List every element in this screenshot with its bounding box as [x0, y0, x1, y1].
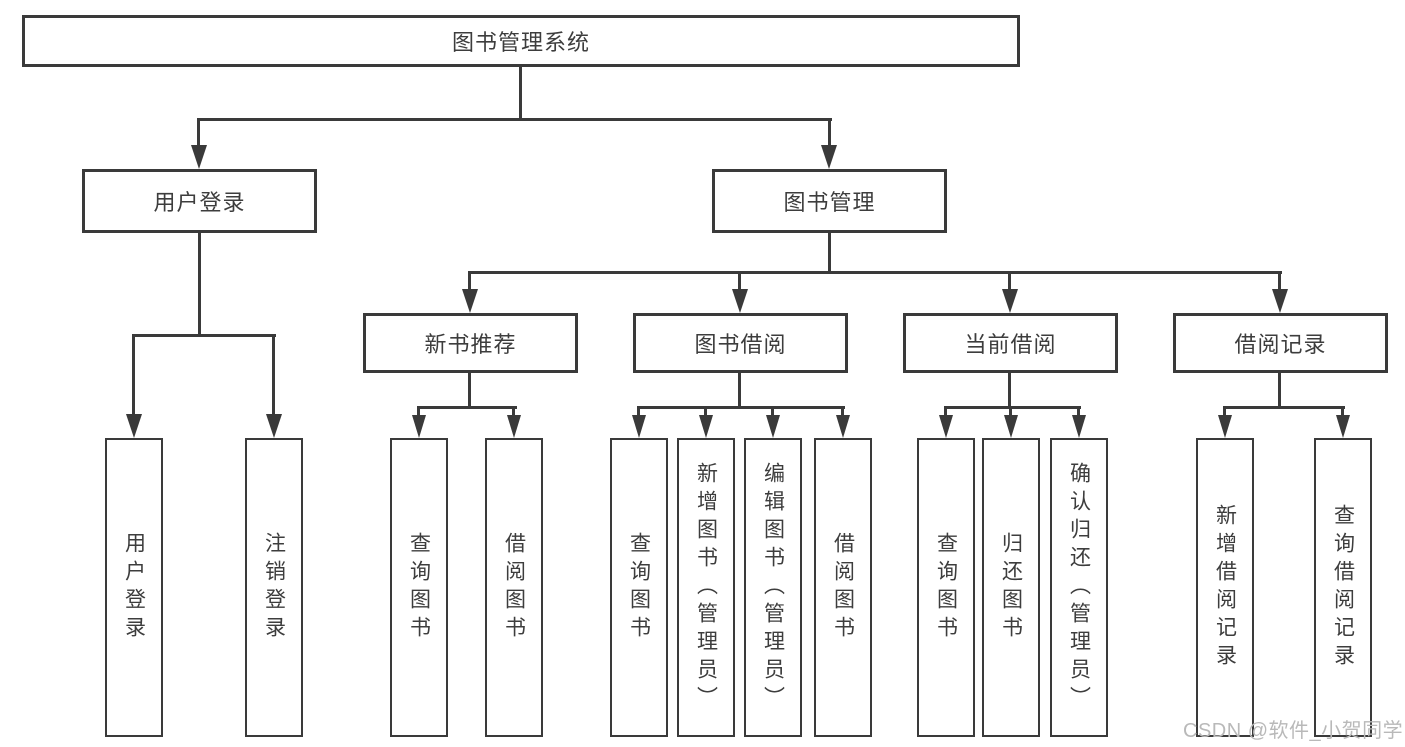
connector-line: [197, 118, 832, 121]
leaf-br-query-record-label: 查询借阅记录: [1331, 503, 1355, 672]
connector-line: [468, 371, 471, 408]
arrow-down-icon: [1002, 289, 1018, 313]
connector-line: [771, 406, 774, 417]
leaf-br-add-record: 新增借阅记录: [1196, 438, 1254, 737]
arrow-down-icon: [939, 415, 953, 438]
leaf-bb-borrow-book: 借阅图书: [814, 438, 872, 737]
connector-line: [1341, 406, 1344, 417]
connector-line: [198, 231, 201, 336]
connector-line: [1008, 371, 1011, 408]
arrow-down-icon: [1004, 415, 1018, 438]
arrow-down-icon: [632, 415, 646, 438]
node-book-borrowing: 图书借阅: [633, 313, 848, 373]
arrow-down-icon: [699, 415, 713, 438]
connector-line: [1278, 371, 1281, 408]
connector-line: [637, 406, 845, 409]
connector-line: [519, 66, 522, 121]
node-new-book-recommend-label: 新书推荐: [424, 332, 517, 357]
leaf-cb-query-book-label: 查询图书: [934, 531, 958, 644]
leaf-bb-edit-book-admin-label: 编辑图书（管理员）: [761, 461, 785, 714]
leaf-nbr-borrow-book-label: 借阅图书: [502, 531, 526, 644]
connector-line: [828, 231, 831, 274]
leaf-user-login: 用户登录: [105, 438, 163, 737]
node-current-borrowing-label: 当前借阅: [964, 332, 1057, 357]
arrow-down-icon: [1336, 415, 1350, 438]
leaf-logout-label: 注销登录: [262, 531, 286, 644]
connector-line: [1223, 406, 1226, 417]
connector-line: [738, 371, 741, 408]
connector-line: [272, 334, 275, 417]
connector-line: [1278, 271, 1281, 292]
leaf-cb-return-book: 归还图书: [982, 438, 1040, 737]
node-book-management-label: 图书管理: [783, 190, 876, 215]
leaf-br-add-record-label: 新增借阅记录: [1213, 503, 1237, 672]
connector-line: [1008, 271, 1011, 292]
leaf-user-login-label: 用户登录: [122, 531, 146, 644]
leaf-bb-borrow-book-label: 借阅图书: [831, 531, 855, 644]
node-book-borrowing-label: 图书借阅: [694, 332, 787, 357]
arrow-down-icon: [507, 415, 521, 438]
arrow-down-icon: [1218, 415, 1232, 438]
arrow-down-icon: [462, 289, 478, 313]
connector-line: [417, 406, 420, 417]
leaf-nbr-borrow-book: 借阅图书: [485, 438, 543, 737]
arrow-down-icon: [412, 415, 426, 438]
connector-line: [841, 406, 844, 417]
connector-line: [704, 406, 707, 417]
node-borrowing-records-label: 借阅记录: [1234, 332, 1327, 357]
leaf-nbr-query-book-label: 查询图书: [407, 531, 431, 644]
connector-line: [637, 406, 640, 417]
connector-line: [512, 406, 515, 417]
leaf-bb-add-book-admin-label: 新增图书（管理员）: [694, 461, 718, 714]
arrow-down-icon: [1072, 415, 1086, 438]
connector-line: [1009, 406, 1012, 417]
leaf-bb-query-book-label: 查询图书: [627, 531, 651, 644]
node-borrowing-records: 借阅记录: [1173, 313, 1388, 373]
leaf-nbr-query-book: 查询图书: [390, 438, 448, 737]
arrow-down-icon: [821, 145, 837, 169]
leaf-cb-confirm-return-admin-label: 确认归还（管理员）: [1067, 461, 1091, 714]
connector-line: [417, 406, 517, 409]
node-root: 图书管理系统: [22, 15, 1020, 67]
node-user-login-label: 用户登录: [153, 190, 246, 215]
leaf-cb-query-book: 查询图书: [917, 438, 975, 737]
arrow-down-icon: [836, 415, 850, 438]
arrow-down-icon: [126, 414, 142, 438]
node-root-label: 图书管理系统: [451, 30, 590, 55]
connector-line: [944, 406, 1081, 409]
node-current-borrowing: 当前借阅: [903, 313, 1118, 373]
leaf-cb-return-book-label: 归还图书: [999, 531, 1023, 644]
node-new-book-recommend: 新书推荐: [363, 313, 578, 373]
node-book-management: 图书管理: [712, 169, 947, 233]
arrow-down-icon: [732, 289, 748, 313]
arrow-down-icon: [191, 145, 207, 169]
arrow-down-icon: [266, 414, 282, 438]
leaf-logout: 注销登录: [245, 438, 303, 737]
leaf-bb-edit-book-admin: 编辑图书（管理员）: [744, 438, 802, 737]
connector-line: [1223, 406, 1345, 409]
connector-line: [132, 334, 276, 337]
connector-line: [828, 118, 831, 147]
arrow-down-icon: [766, 415, 780, 438]
watermark: CSDN @软件_小贺同学: [1183, 720, 1404, 742]
arrow-down-icon: [1272, 289, 1288, 313]
leaf-cb-confirm-return-admin: 确认归还（管理员）: [1050, 438, 1108, 737]
connector-line: [468, 271, 471, 292]
connector-line: [944, 406, 947, 417]
connector-line: [197, 118, 200, 147]
connector-line: [1077, 406, 1080, 417]
node-user-login: 用户登录: [82, 169, 317, 233]
connector-line: [132, 334, 135, 417]
leaf-bb-query-book: 查询图书: [610, 438, 668, 737]
leaf-bb-add-book-admin: 新增图书（管理员）: [677, 438, 735, 737]
leaf-br-query-record: 查询借阅记录: [1314, 438, 1372, 737]
connector-line: [468, 271, 1282, 274]
connector-line: [738, 271, 741, 292]
